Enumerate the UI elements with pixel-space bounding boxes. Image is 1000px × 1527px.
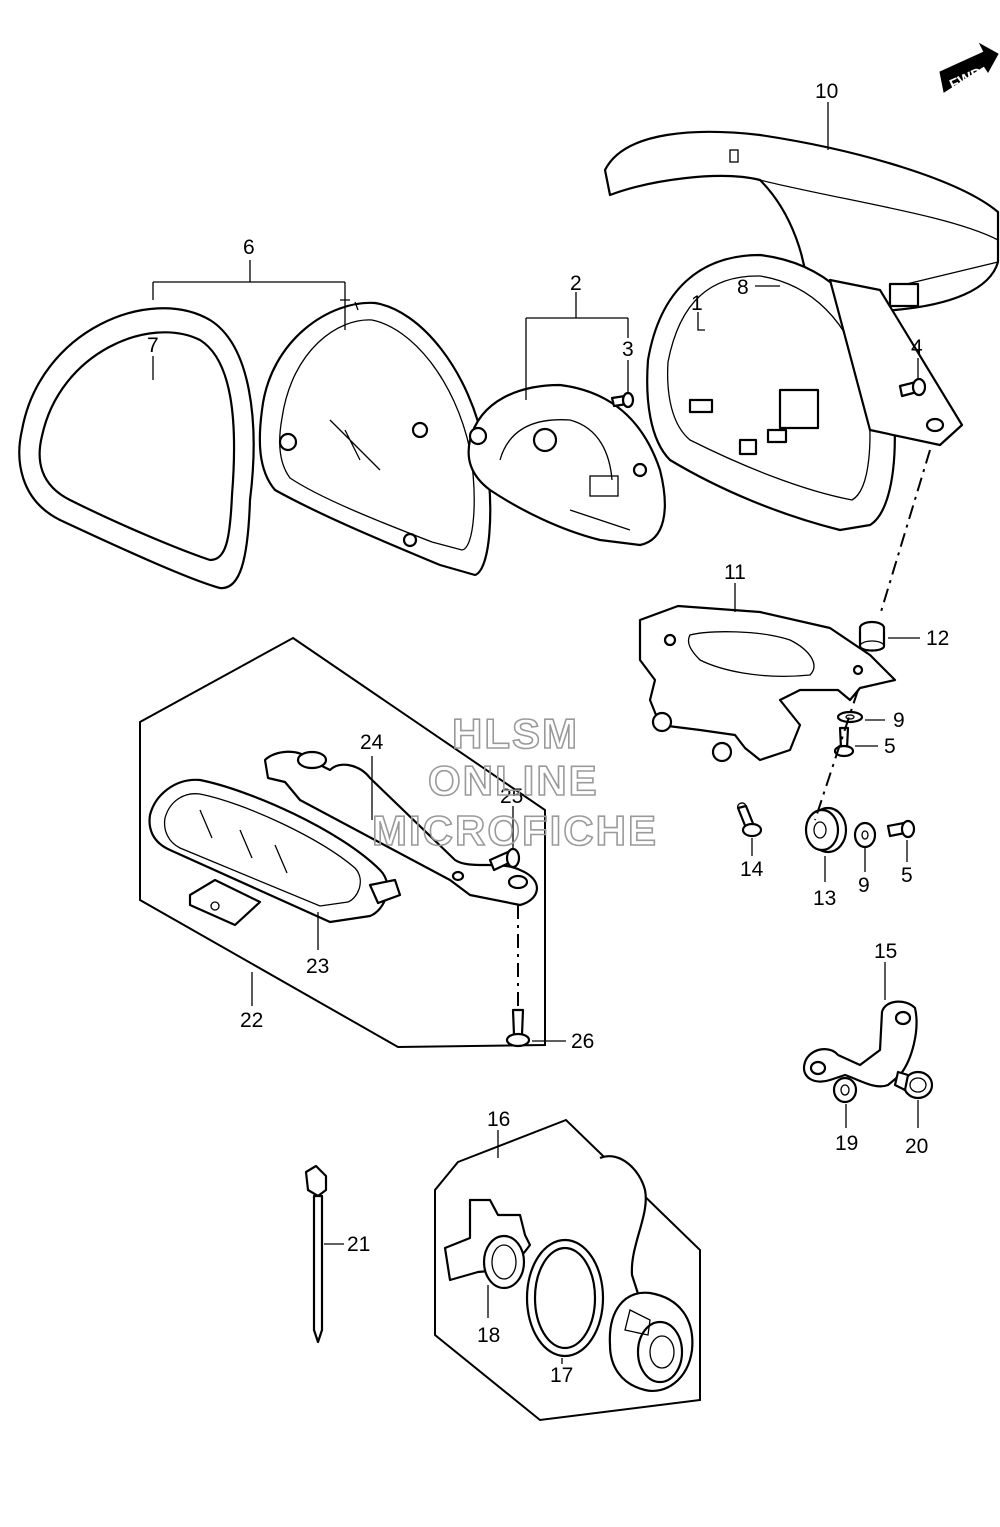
part-12-grommet[interactable] bbox=[858, 620, 886, 652]
part-6-meter-housing-front[interactable] bbox=[258, 299, 492, 577]
callout-10: 10 bbox=[815, 80, 838, 103]
callout-16: 16 bbox=[487, 1108, 510, 1131]
callout-2: 2 bbox=[570, 272, 582, 295]
part-25-screw-icon[interactable] bbox=[488, 847, 521, 872]
callout-21: 21 bbox=[347, 1233, 370, 1256]
part-14-bolt-icon[interactable] bbox=[736, 802, 763, 838]
callout-15: 15 bbox=[874, 940, 897, 963]
callout-14: 14 bbox=[740, 858, 764, 881]
leader-line-6-bracket bbox=[152, 260, 346, 300]
leader-line-1 bbox=[697, 312, 705, 331]
callout-23: 23 bbox=[306, 955, 329, 978]
part-24-bracket[interactable] bbox=[263, 750, 538, 907]
part-9-washer-upper[interactable] bbox=[836, 710, 864, 724]
callout-11: 11 bbox=[724, 561, 746, 584]
part-1-meter-case[interactable] bbox=[646, 253, 964, 532]
callout-9a: 9 bbox=[893, 709, 905, 732]
part-16-socket-with-cable[interactable] bbox=[599, 1155, 694, 1393]
part-16-group-box bbox=[434, 1118, 701, 1422]
callout-26: 26 bbox=[571, 1030, 594, 1053]
callout-9b: 9 bbox=[858, 874, 870, 897]
watermark: HLSM ONLINE MICROFICHE bbox=[371, 709, 658, 855]
part-3-screw-icon[interactable] bbox=[610, 391, 635, 409]
part-10-meter-cover[interactable] bbox=[603, 130, 1000, 314]
part-22-group-box bbox=[139, 636, 546, 1049]
callout-5a: 5 bbox=[884, 735, 896, 758]
watermark-line-2: ONLINE bbox=[428, 757, 599, 804]
part-4-screw-icon[interactable] bbox=[898, 377, 927, 398]
callout-6: 6 bbox=[243, 236, 255, 259]
callout-22: 22 bbox=[240, 1009, 263, 1032]
part-26-screw-icon[interactable] bbox=[505, 1008, 531, 1048]
part-19-washer[interactable] bbox=[832, 1076, 858, 1104]
part-5-screw-lower-icon[interactable] bbox=[886, 819, 916, 839]
part-9-washer-lower[interactable] bbox=[853, 821, 877, 849]
part-21-cable-tie[interactable] bbox=[304, 1164, 328, 1344]
callout-25: 25 bbox=[500, 785, 523, 808]
forward-direction-arrow-icon: FWD bbox=[939, 42, 999, 94]
part-11-bracket[interactable] bbox=[638, 604, 897, 763]
part-7-outer-rim[interactable] bbox=[18, 307, 255, 590]
watermark-line-1: HLSM bbox=[452, 710, 579, 757]
callout-13: 13 bbox=[813, 887, 836, 910]
callout-4: 4 bbox=[911, 336, 923, 359]
watermark-line-3: MICROFICHE bbox=[372, 807, 658, 854]
part-5-screw-upper-icon[interactable] bbox=[833, 726, 855, 758]
part-23-indicator-lamp[interactable] bbox=[148, 778, 402, 927]
callout-3: 3 bbox=[622, 338, 634, 361]
assembly-guide-line-lower bbox=[814, 689, 859, 821]
part-13-damper[interactable] bbox=[804, 806, 848, 854]
callout-20: 20 bbox=[905, 1135, 928, 1158]
part-20-clamp[interactable] bbox=[893, 1070, 934, 1100]
part-15-bracket[interactable] bbox=[802, 1000, 918, 1088]
callout-12: 12 bbox=[926, 627, 949, 650]
part-2-meter-assembly[interactable] bbox=[467, 383, 666, 547]
callout-7: 7 bbox=[147, 334, 159, 357]
leader-line-2-bracket bbox=[525, 292, 628, 400]
callout-8: 8 bbox=[737, 276, 749, 299]
part-18-sleeve[interactable] bbox=[443, 1198, 532, 1290]
callout-17: 17 bbox=[550, 1364, 573, 1387]
callout-18: 18 bbox=[477, 1324, 500, 1347]
callout-5b: 5 bbox=[901, 864, 913, 887]
callout-1: 1 bbox=[691, 292, 703, 315]
part-17-ring[interactable] bbox=[525, 1238, 605, 1358]
callout-24: 24 bbox=[360, 731, 384, 754]
callout-19: 19 bbox=[835, 1132, 858, 1155]
